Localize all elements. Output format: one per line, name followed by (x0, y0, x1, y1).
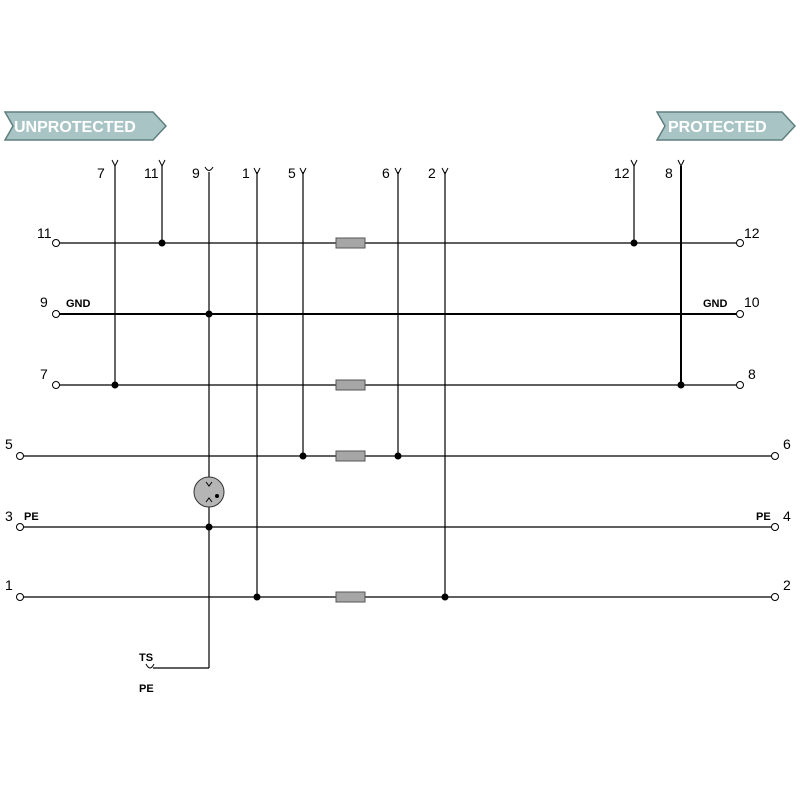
pin-tick-8-icon (677, 159, 685, 168)
terminal-9 (52, 310, 60, 318)
junction-gnd (205, 310, 213, 318)
pin-tick-1-icon (253, 167, 261, 176)
terminal-1 (16, 593, 24, 601)
pin-tick-5-icon (299, 167, 307, 176)
terminal-3 (16, 523, 24, 531)
resistor-line-11 (335, 237, 366, 249)
terminal-12 (736, 239, 744, 247)
right-terminal-10: 10 (744, 294, 760, 310)
top-pin-12: 12 (614, 165, 630, 181)
unprotected-banner: UNPROTECTED (3, 111, 168, 141)
protected-label: PROTECTED (668, 119, 767, 136)
right-terminal-6: 6 (783, 436, 791, 452)
terminal-8 (736, 381, 744, 389)
resistor-line-1 (335, 591, 366, 603)
terminal-7 (52, 381, 60, 389)
unprotected-label: UNPROTECTED (14, 119, 136, 136)
top-pin-8: 8 (665, 165, 673, 181)
ts-pe-contact-icon (145, 663, 155, 669)
pin-ticks (111, 159, 685, 176)
pe-label-right: PE (756, 511, 771, 523)
pe-label-left: PE (24, 511, 39, 523)
protected-banner: PROTECTED (655, 111, 797, 141)
junction-8 (677, 381, 685, 389)
left-terminal-7: 7 (40, 366, 48, 382)
top-pin-5: 5 (288, 165, 296, 181)
right-terminal-12: 12 (744, 225, 760, 241)
top-pin-7: 7 (97, 165, 105, 181)
top-pin-6: 6 (382, 165, 390, 181)
terminal-6 (771, 452, 779, 460)
pin-tick-6-icon (394, 167, 402, 176)
pin-tick-9-icon (204, 166, 214, 171)
pin-tick-7-icon (111, 159, 119, 168)
terminal-4 (771, 523, 779, 531)
junction-5 (299, 452, 307, 460)
top-pin-11: 11 (144, 165, 159, 181)
left-terminal-1: 1 (5, 577, 13, 593)
pin-tick-2-icon (441, 167, 449, 176)
right-terminal-4: 4 (783, 508, 791, 524)
junction-pe (205, 523, 213, 531)
gnd-label-left: GND (66, 298, 91, 310)
top-pin-9: 9 (192, 165, 200, 181)
right-terminal-2: 2 (783, 577, 791, 593)
top-pin-2: 2 (428, 165, 436, 181)
left-terminal-11: 11 (37, 225, 52, 241)
junction-11 (158, 239, 166, 247)
pin-tick-11-icon (158, 159, 166, 168)
left-terminal-9: 9 (40, 294, 48, 310)
junction-1 (253, 593, 261, 601)
junction-2 (441, 593, 449, 601)
resistor-line-5 (335, 450, 366, 462)
pin-tick-12-icon (630, 159, 638, 168)
terminal-5 (16, 452, 24, 460)
terminal-10 (736, 310, 744, 318)
terminal-11 (52, 239, 60, 247)
gnd-label-right: GND (703, 298, 728, 310)
gas-discharge-tube-icon (193, 476, 225, 508)
junction-12 (630, 239, 638, 247)
left-terminal-5: 5 (5, 436, 13, 452)
left-terminal-3: 3 (5, 508, 13, 524)
junction-7 (111, 381, 119, 389)
pe-bottom-label: PE (139, 683, 154, 695)
terminal-2 (771, 593, 779, 601)
resistor-line-7 (335, 379, 366, 391)
right-terminal-8: 8 (748, 366, 756, 382)
junction-6 (394, 452, 402, 460)
terminals (16, 239, 779, 601)
top-pin-1: 1 (242, 165, 250, 181)
ts-label: TS (139, 652, 153, 664)
